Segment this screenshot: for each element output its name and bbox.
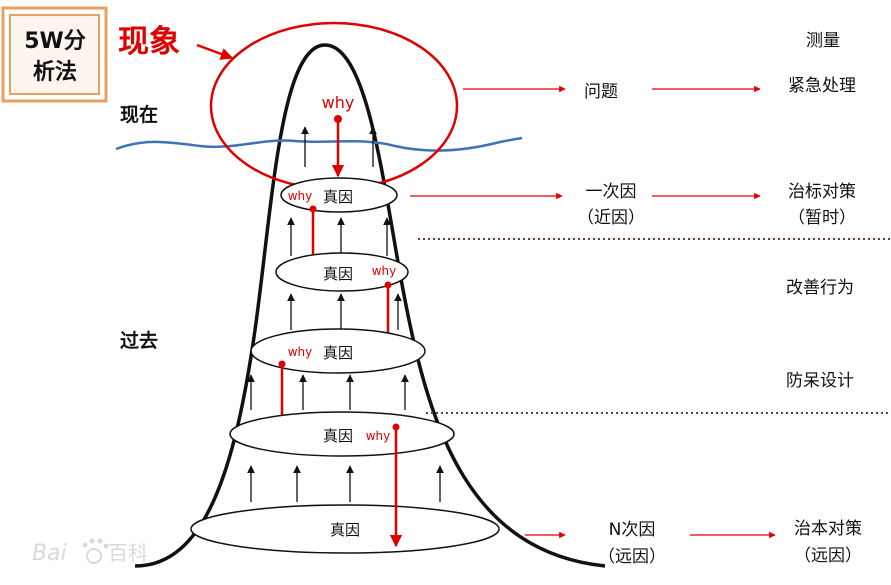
cause-ellipse-1 xyxy=(280,177,398,213)
badge-line-2: 析法 xyxy=(33,60,77,85)
improve-label: 改善行为 xyxy=(786,278,854,298)
why-label-3: why xyxy=(288,345,313,359)
root-fix-label: 治本对策 xyxy=(794,519,862,539)
cause-label-5: 真因 xyxy=(330,521,360,539)
phenomenon-pointer-arrow xyxy=(196,43,234,60)
phenomenon-label: 现象 xyxy=(118,24,180,60)
cause-ellipse-3 xyxy=(250,328,426,374)
cause-label-4: 真因 xyxy=(323,427,353,445)
badge-line-1: 5W分 xyxy=(24,29,86,54)
cause-ellipse-2 xyxy=(275,252,409,292)
primary-cause-label: 一次因 xyxy=(586,182,637,202)
water-surface-line xyxy=(115,136,523,152)
root-fix-note: （远因） xyxy=(794,546,862,566)
problem-label: 问题 xyxy=(584,82,618,102)
cause-label-1: 真因 xyxy=(323,188,353,206)
time-past-label: 过去 xyxy=(120,329,158,352)
nth-cause-note: （远因） xyxy=(598,547,666,567)
symptom-fix-label: 治标对策 xyxy=(788,182,856,202)
why-label-2: why xyxy=(372,264,397,278)
paw-icon xyxy=(82,538,109,564)
why-label-4: why xyxy=(366,429,391,443)
watermark-brand-cn: 百科 xyxy=(108,541,148,565)
cause-label-2: 真因 xyxy=(323,265,353,283)
foolproof-label: 防呆设计 xyxy=(786,371,854,391)
watermark-brand: Bai xyxy=(32,541,67,566)
iceberg-mountain-curve xyxy=(134,43,606,568)
emergency-label: 紧急处理 xyxy=(788,76,856,96)
why-label-top: why xyxy=(322,93,355,112)
nth-cause-label: N次因 xyxy=(609,520,656,540)
cause-ellipse-5 xyxy=(190,504,500,554)
method-badge: 5W分 析法 xyxy=(1,6,108,103)
cause-label-3: 真因 xyxy=(323,344,353,362)
cause-ellipse-4 xyxy=(229,411,455,457)
symptom-fix-note: （暂时） xyxy=(788,208,856,228)
time-present-label: 现在 xyxy=(120,103,158,126)
measure-header: 测量 xyxy=(806,31,840,51)
primary-cause-note: （近因） xyxy=(577,208,645,228)
baike-watermark: Bai 百科 xyxy=(32,538,148,566)
why-label-1: why xyxy=(288,189,313,203)
